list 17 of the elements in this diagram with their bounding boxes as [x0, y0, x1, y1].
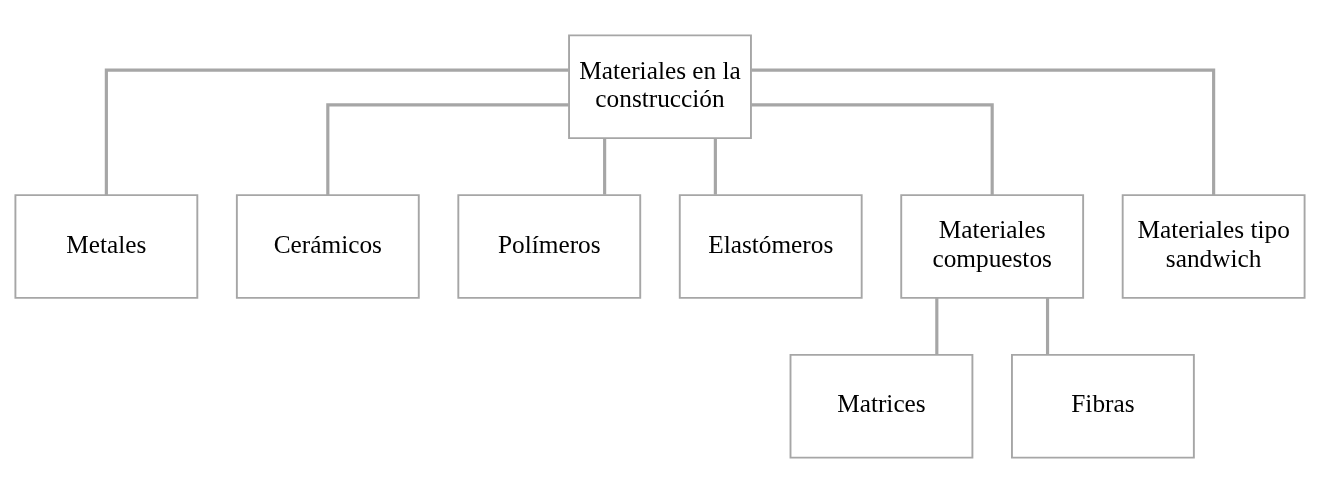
node-box: Metales: [14, 194, 199, 299]
node-box: Materiales compuestos: [900, 194, 1085, 299]
connector: [713, 138, 717, 195]
connector: [935, 297, 939, 355]
connector: [104, 68, 569, 195]
node-box: Fibras: [1011, 353, 1195, 459]
node-box: Cerámicos: [235, 194, 420, 299]
connector: [326, 103, 569, 195]
node-box: Elastómeros: [678, 194, 863, 299]
connector: [751, 103, 994, 195]
connector: [1045, 297, 1050, 355]
node-box: Matrices: [789, 353, 974, 459]
node-box: Materiales tipo sandwich: [1121, 194, 1306, 299]
connector: [751, 68, 1216, 195]
node-box: Materiales en la construcción: [568, 34, 752, 140]
node-box: Polímeros: [457, 194, 642, 299]
connector: [603, 138, 607, 195]
